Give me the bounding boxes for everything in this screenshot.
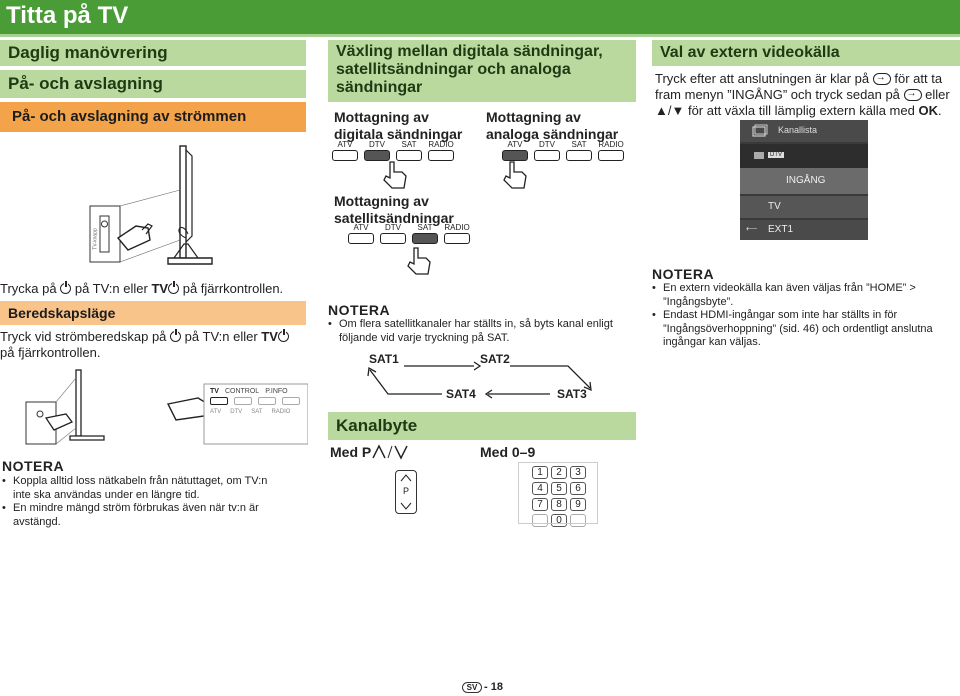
p-rocker-key: P <box>395 470 417 514</box>
remote-panel: TV CONTROL P.INFO ATV DTV SAT RADIO <box>210 388 300 415</box>
input-menu: Kanallista DTV INGÅNG TV ⟵ EXT1 <box>740 120 868 240</box>
col1-note-title: NOTERA <box>2 458 65 474</box>
note-item: Om flera satellitkanaler har ställts in,… <box>328 318 636 345</box>
menu-item-ext1[interactable] <box>740 220 868 240</box>
with-digits-label: Med 0–9 <box>480 444 536 460</box>
digit-key: 9 <box>570 498 586 511</box>
digit-key: 6 <box>570 482 586 495</box>
col2-note-list: Om flera satellitkanaler har ställts in,… <box>328 318 636 345</box>
note-item: Endast HDMI-ingångar som inte har ställt… <box>652 309 952 350</box>
input-source-icon <box>872 70 891 86</box>
language-badge: SV <box>462 682 482 693</box>
standby-instruction: Tryck vid strömberedskap på på TV:n elle… <box>0 329 306 361</box>
power-icon <box>170 329 182 342</box>
remote-key-label: TV <box>210 388 219 395</box>
digit-key: 5 <box>551 482 567 495</box>
power-icon <box>277 329 289 342</box>
scart-icon: ⟵ <box>746 224 758 233</box>
hand-press-icon <box>383 161 407 189</box>
header-underline <box>0 34 960 37</box>
power-icon <box>168 281 180 294</box>
subsection-standby: Beredskapsläge <box>0 301 306 325</box>
sat-cycle-2: SAT2 <box>480 352 510 366</box>
analog-reception-label: Mottagning av analoga sändningar <box>486 109 619 142</box>
up-down-chevron-icon <box>372 444 408 460</box>
col1-note-list: Koppla alltid loss nätkabeln från nätutt… <box>2 475 270 529</box>
remote-key-label: SAT <box>251 409 263 415</box>
digit-key: 2 <box>551 466 567 479</box>
digit-pad-frame <box>518 462 598 524</box>
note-item: Koppla alltid loss nätkabeln från nätutt… <box>2 475 270 502</box>
digital-reception-label: Mottagning av digitala sändningar <box>334 109 463 142</box>
remote-key-label: CONTROL <box>224 388 260 395</box>
sat-reception-label: Mottagning av satellitsändningar <box>334 193 454 226</box>
remote-key-label: P.INFO <box>265 388 288 395</box>
subsection-power: På- och avslagning av strömmen <box>0 102 306 132</box>
col3-note-title: NOTERA <box>652 266 715 282</box>
source-thumb-icon <box>754 152 764 159</box>
remote-key-label: RADIO <box>271 409 291 415</box>
section-channel-change: Kanalbyte <box>328 412 636 440</box>
hand-press-icon <box>503 161 527 189</box>
note-item: En mindre mängd ström förbrukas även när… <box>2 502 270 529</box>
digit-key: 3 <box>570 466 586 479</box>
hand-press-icon <box>407 247 431 275</box>
sat-cycle-arrows <box>367 361 592 399</box>
digit-key: 7 <box>532 498 548 511</box>
note-item: En extern videokälla kan även väljas frå… <box>652 282 952 309</box>
standby-illustration <box>25 369 308 445</box>
menu-section-label: INGÅNG <box>786 175 826 186</box>
menu-tag: DTV <box>768 152 784 158</box>
section-external-source: Val av extern videokälla <box>652 40 960 66</box>
remote-key-label: DTV <box>230 409 243 415</box>
section-broadcast-switch: Växling mellan digitala sändningar, sate… <box>328 40 636 102</box>
sat-cycle-4: SAT4 <box>446 387 476 401</box>
sat-cycle-1: SAT1 <box>369 352 399 366</box>
header-bar <box>0 0 960 34</box>
sat-cycle-3: SAT3 <box>557 387 587 401</box>
power-instruction: Trycka på på TV:n eller TV på fjärrkontr… <box>0 281 284 296</box>
remote-key-label: ATV <box>210 409 222 415</box>
page-title: Titta på TV <box>6 2 129 29</box>
external-source-instruction: Tryck efter att anslutningen är klar på … <box>655 70 958 119</box>
power-icon <box>60 281 72 294</box>
channel-list-icon <box>752 124 768 137</box>
col2-note-title: NOTERA <box>328 302 391 318</box>
digit-key: 8 <box>551 498 567 511</box>
col3-note-list: En extern videokälla kan även väljas frå… <box>652 282 952 350</box>
tv-button-label: TV-knapp <box>92 228 99 250</box>
digit-key: 1 <box>532 466 548 479</box>
menu-titlebar <box>740 120 868 142</box>
with-p-label: Med P <box>330 444 411 460</box>
section-daily-operation: Daglig manövrering <box>0 40 306 66</box>
page-number: - 18 <box>484 681 503 693</box>
digit-key: 4 <box>532 482 548 495</box>
input-source-icon <box>903 86 922 102</box>
tv-side-illustration <box>89 145 213 265</box>
menu-item-tv[interactable] <box>740 196 868 218</box>
chevron-up-icon <box>400 474 412 482</box>
section-power-onoff: På- och avslagning <box>0 70 306 98</box>
chevron-down-icon <box>400 502 412 510</box>
menu-title: Kanallista <box>778 125 818 135</box>
